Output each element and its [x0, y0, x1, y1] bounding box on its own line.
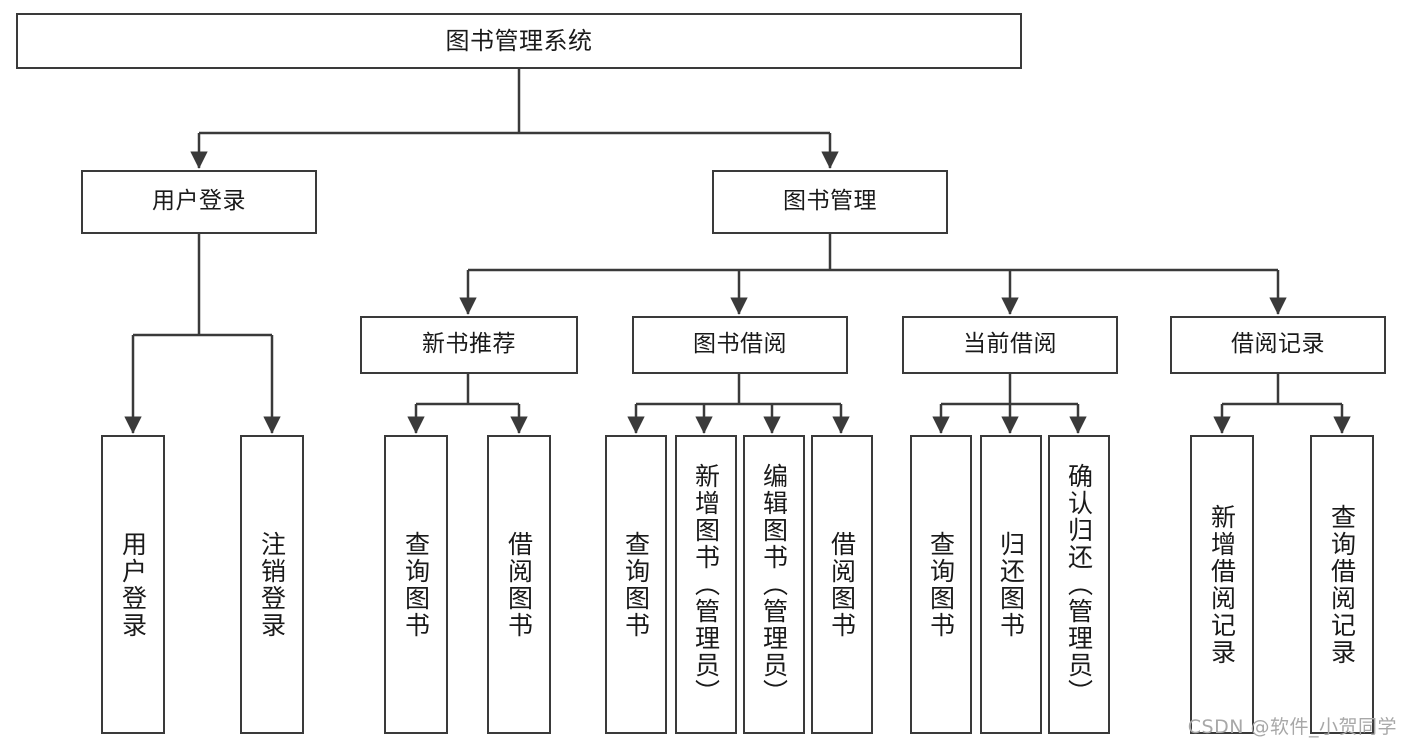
- node-label: 注销登录: [257, 530, 287, 639]
- node-label: 确认归还（管理员）: [1064, 463, 1094, 706]
- node-leaf-borrow-book[interactable]: 借阅图书: [811, 435, 873, 734]
- node-user-login[interactable]: 用户登录: [81, 170, 317, 234]
- node-new-book-recommend[interactable]: 新书推荐: [360, 316, 578, 374]
- node-book-management[interactable]: 图书管理: [712, 170, 948, 234]
- node-current-borrow[interactable]: 当前借阅: [902, 316, 1118, 374]
- node-label: 用户登录: [152, 188, 246, 215]
- node-leaf-logout[interactable]: 注销登录: [240, 435, 304, 734]
- node-borrow-records[interactable]: 借阅记录: [1170, 316, 1386, 374]
- node-label: 新增图书（管理员）: [691, 463, 721, 706]
- node-label: 查询借阅记录: [1327, 503, 1357, 666]
- node-label: 借阅图书: [504, 530, 534, 639]
- node-leaf-query-book-recommend[interactable]: 查询图书: [384, 435, 448, 734]
- node-leaf-return-book[interactable]: 归还图书: [980, 435, 1042, 734]
- node-leaf-add-book-admin[interactable]: 新增图书（管理员）: [675, 435, 737, 734]
- node-leaf-query-book[interactable]: 查询图书: [605, 435, 667, 734]
- node-leaf-borrow-book-recommend[interactable]: 借阅图书: [487, 435, 551, 734]
- node-label: 借阅图书: [827, 530, 857, 639]
- node-leaf-confirm-return-admin[interactable]: 确认归还（管理员）: [1048, 435, 1110, 734]
- node-label: 归还图书: [996, 530, 1026, 639]
- node-label: 查询图书: [926, 530, 956, 639]
- node-label: 编辑图书（管理员）: [759, 463, 789, 706]
- node-leaf-query-book-current[interactable]: 查询图书: [910, 435, 972, 734]
- node-label: 当前借阅: [963, 331, 1057, 358]
- node-label: 借阅记录: [1231, 331, 1325, 358]
- node-label: 新书推荐: [422, 331, 516, 358]
- node-leaf-add-borrow-record[interactable]: 新增借阅记录: [1190, 435, 1254, 734]
- node-root-book-management-system[interactable]: 图书管理系统: [16, 13, 1022, 69]
- node-label: 图书管理: [783, 188, 877, 215]
- node-leaf-query-borrow-record[interactable]: 查询借阅记录: [1310, 435, 1374, 734]
- node-label: 查询图书: [401, 530, 431, 639]
- node-book-borrow[interactable]: 图书借阅: [632, 316, 848, 374]
- node-leaf-edit-book-admin[interactable]: 编辑图书（管理员）: [743, 435, 805, 734]
- watermark-text: CSDN @软件_小贺同学: [1187, 716, 1397, 738]
- node-label: 图书管理系统: [445, 26, 593, 55]
- node-label: 用户登录: [118, 530, 148, 639]
- node-label: 新增借阅记录: [1207, 503, 1237, 666]
- node-label: 图书借阅: [693, 331, 787, 358]
- node-label: 查询图书: [621, 530, 651, 639]
- node-leaf-user-login[interactable]: 用户登录: [101, 435, 165, 734]
